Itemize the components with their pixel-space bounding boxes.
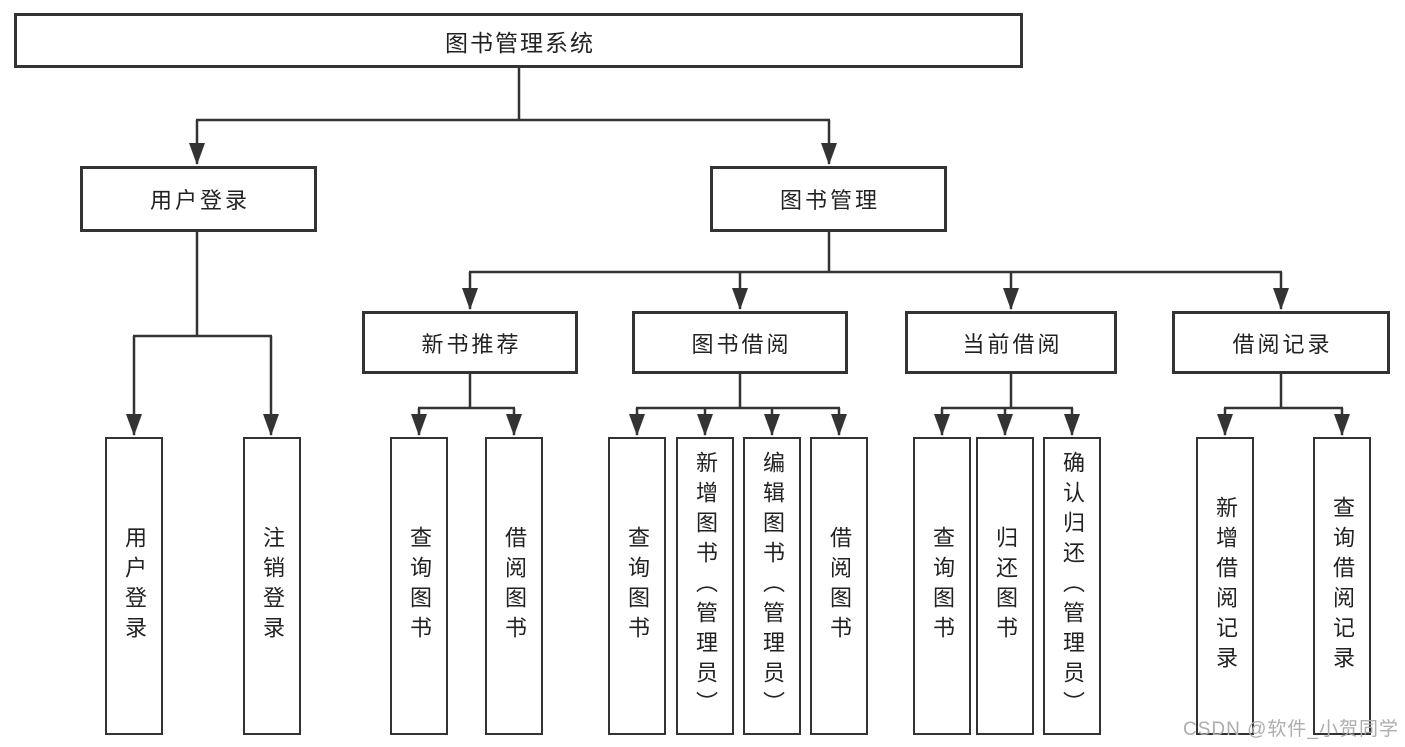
leaf-label: 用户登录 bbox=[122, 526, 147, 646]
leaf-label: 注销登录 bbox=[260, 526, 285, 646]
node-new-book-recommendation: 新书推荐 bbox=[362, 311, 578, 374]
node-book-borrowing: 图书借阅 bbox=[632, 311, 848, 374]
node-user-login: 用户登录 bbox=[80, 166, 317, 232]
leaf-label: 查询图书 bbox=[625, 526, 650, 646]
leaf-add-books-admin: 新增图书（管理员） bbox=[676, 437, 734, 735]
leaf-label: 新增借阅记录 bbox=[1213, 496, 1238, 676]
node-current-borrowing: 当前借阅 bbox=[905, 311, 1117, 374]
csdn-watermark: CSDN @软件_小贺同学 bbox=[1183, 719, 1399, 740]
node-book-management: 图书管理 bbox=[710, 166, 947, 232]
leaf-confirm-return-admin: 确认归还（管理员） bbox=[1043, 437, 1101, 735]
leaf-return-books: 归还图书 bbox=[976, 437, 1034, 735]
leaf-search-borrow-record: 查询借阅记录 bbox=[1313, 437, 1371, 735]
node-library-management-system: 图书管理系统 bbox=[14, 13, 1023, 68]
leaf-user-login: 用户登录 bbox=[105, 437, 163, 735]
leaf-edit-books-admin: 编辑图书（管理员） bbox=[743, 437, 801, 735]
node-borrowing-records: 借阅记录 bbox=[1172, 311, 1390, 374]
leaf-add-borrow-record: 新增借阅记录 bbox=[1196, 437, 1254, 735]
leaf-label: 确认归还（管理员） bbox=[1060, 451, 1085, 721]
leaf-search-books-current: 查询图书 bbox=[913, 437, 971, 735]
leaf-label: 查询图书 bbox=[930, 526, 955, 646]
leaf-label: 借阅图书 bbox=[502, 526, 527, 646]
leaf-borrow-books: 借阅图书 bbox=[810, 437, 868, 735]
leaf-search-books-recommend: 查询图书 bbox=[390, 437, 448, 735]
leaf-borrow-books-recommend: 借阅图书 bbox=[485, 437, 543, 735]
leaf-label: 新增图书（管理员） bbox=[693, 451, 718, 721]
leaf-label: 借阅图书 bbox=[827, 526, 852, 646]
leaf-label: 查询借阅记录 bbox=[1330, 496, 1355, 676]
leaf-logout: 注销登录 bbox=[243, 437, 301, 735]
leaf-label: 归还图书 bbox=[993, 526, 1018, 646]
leaf-label: 查询图书 bbox=[407, 526, 432, 646]
leaf-label: 编辑图书（管理员） bbox=[760, 451, 785, 721]
leaf-search-books-borrow: 查询图书 bbox=[608, 437, 666, 735]
